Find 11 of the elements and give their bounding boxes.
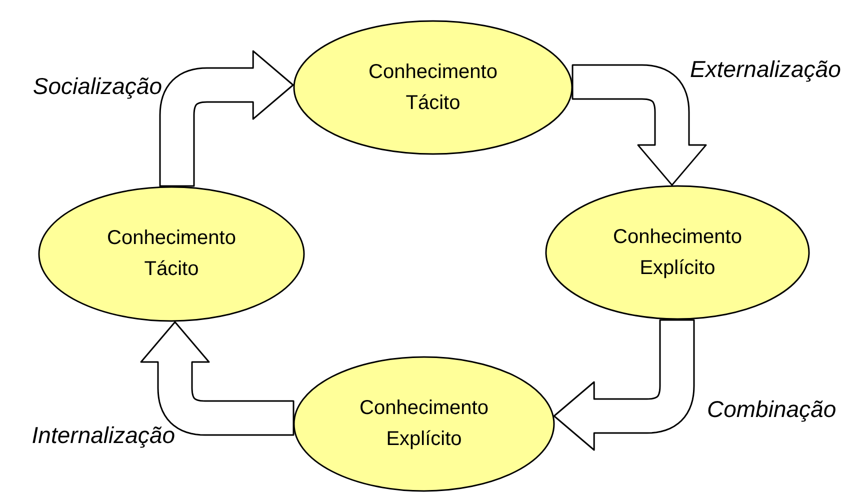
edge-label: Externalização bbox=[690, 56, 841, 83]
node-label: Conhecimento Tácito bbox=[106, 226, 237, 282]
block-arrow bbox=[159, 50, 294, 187]
node-label: Conhecimento Tácito bbox=[368, 60, 498, 116]
edge-label: Socialização bbox=[32, 73, 162, 100]
block-arrow bbox=[140, 321, 294, 436]
node-label: Conhecimento Explícito bbox=[612, 224, 743, 280]
block-arrow bbox=[553, 319, 695, 451]
edge-label: Internalização bbox=[32, 422, 175, 449]
edge-label: Combinação bbox=[707, 396, 836, 423]
node-label: Conhecimento Explícito bbox=[358, 396, 490, 452]
